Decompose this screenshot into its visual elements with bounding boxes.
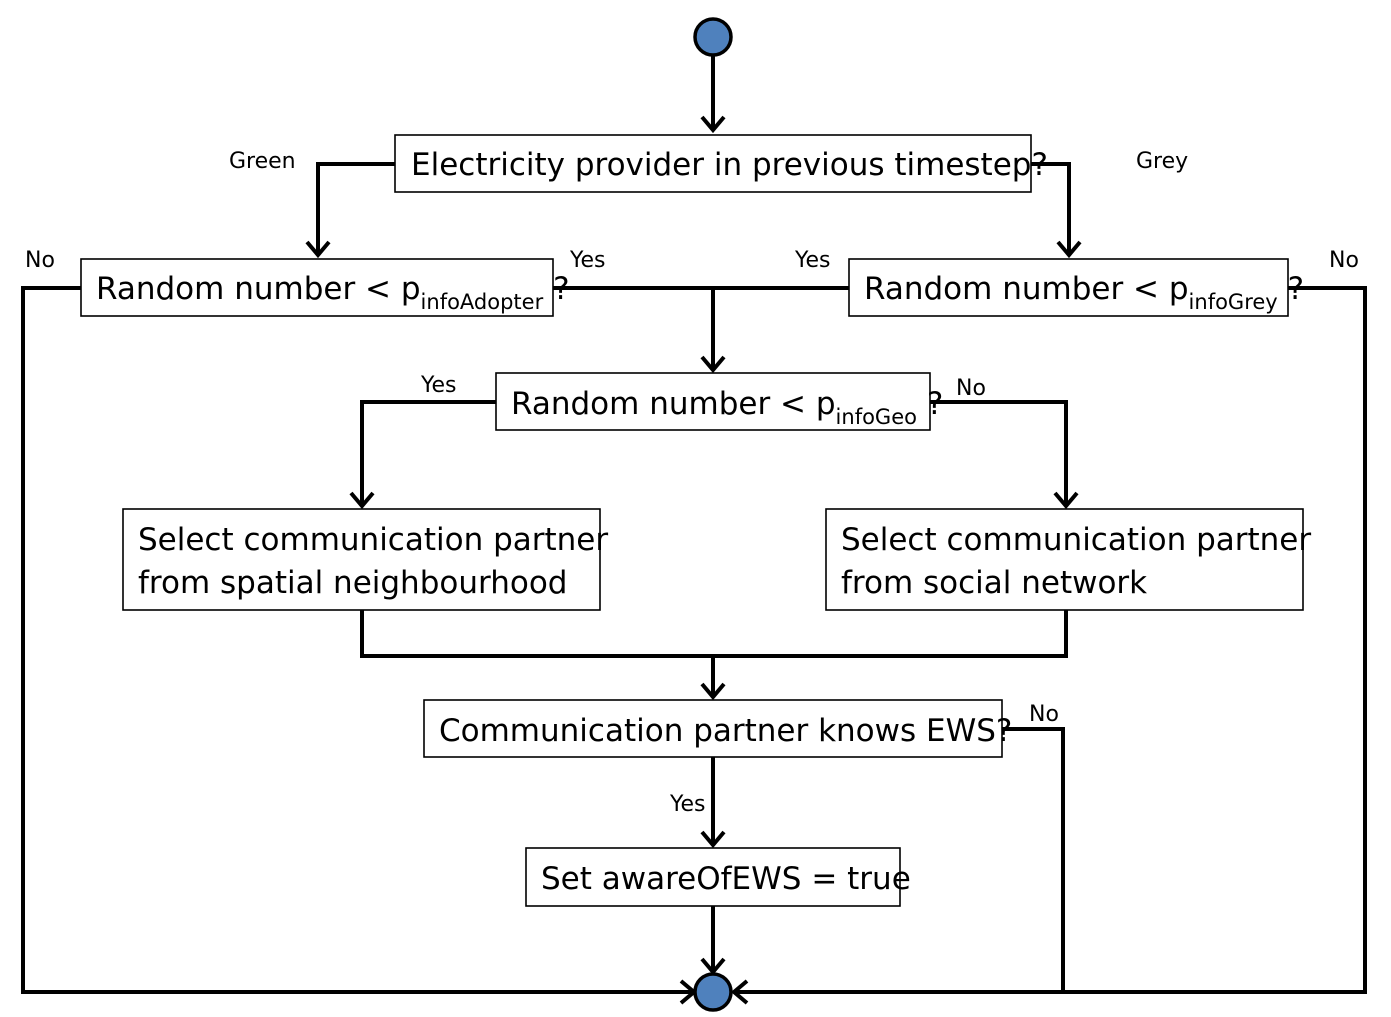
arrowhead: [1056, 240, 1082, 259]
adopter-decision: Random number < pinfoAdopter ?: [80, 258, 570, 317]
social-action: Select communication partner from social…: [825, 508, 1311, 611]
edge-provider-to-adopter: [316, 162, 395, 255]
knows-label: Communication partner knows EWS?: [439, 713, 1012, 749]
provider-label: Electricity provider in previous timeste…: [411, 147, 1048, 183]
spatial-label-line2: from spatial neighbourhood: [138, 565, 567, 601]
edge-grey-no: [734, 286, 1367, 994]
edge-spatial-merge: [360, 610, 1068, 658]
social-label-line1: Select communication partner: [841, 522, 1311, 558]
knows-decision: Communication partner knows EWS?: [423, 699, 1012, 758]
connectors: [21, 55, 1367, 1005]
arrowhead: [730, 979, 749, 1005]
arrowhead: [700, 830, 726, 849]
label-knows-yes: Yes: [669, 792, 706, 817]
arrowhead: [700, 115, 726, 134]
label-geo-yes: Yes: [420, 373, 457, 398]
arrowhead: [700, 355, 726, 374]
label-geo-no: No: [956, 376, 986, 401]
edge-knows-no: [1002, 727, 1065, 992]
label-green: Green: [229, 149, 296, 174]
start-node: [693, 17, 733, 57]
social-label-line2: from social network: [841, 565, 1147, 601]
geo-label: Random number < pinfoGeo ?: [511, 386, 943, 429]
edge-geo-yes: [360, 400, 496, 506]
spatial-label-line1: Select communication partner: [138, 522, 608, 558]
arrowhead: [700, 682, 726, 701]
edge-geo-no: [930, 400, 1068, 506]
arrowhead: [1053, 491, 1079, 510]
label-grey-yes: Yes: [794, 248, 831, 273]
arrowhead: [700, 957, 726, 976]
edge-provider-to-grey: [1031, 162, 1071, 255]
arrowhead: [349, 491, 375, 510]
label-adopter-no: No: [25, 248, 55, 273]
provider-decision: Electricity provider in previous timeste…: [394, 134, 1048, 193]
end-node: [693, 972, 733, 1012]
adopter-label: Random number < pinfoAdopter ?: [96, 271, 570, 314]
spatial-action: Select communication partner from spatia…: [122, 508, 608, 611]
edge-adopter-no: [21, 286, 695, 994]
label-adopter-yes: Yes: [569, 248, 606, 273]
geo-decision: Random number < pinfoGeo ?: [495, 372, 943, 431]
grey-decision: Random number < pinfoGrey ?: [848, 258, 1304, 317]
edge-labels: Green Grey No Yes Yes No Yes No No Yes: [25, 149, 1359, 817]
grey-label: Random number < pinfoGrey ?: [864, 271, 1304, 314]
label-knows-no: No: [1029, 702, 1059, 727]
arrowhead: [305, 240, 331, 259]
label-grey-no: No: [1329, 248, 1359, 273]
label-grey: Grey: [1136, 149, 1188, 174]
set-label: Set awareOfEWS = true: [541, 861, 911, 897]
set-action: Set awareOfEWS = true: [525, 847, 911, 907]
